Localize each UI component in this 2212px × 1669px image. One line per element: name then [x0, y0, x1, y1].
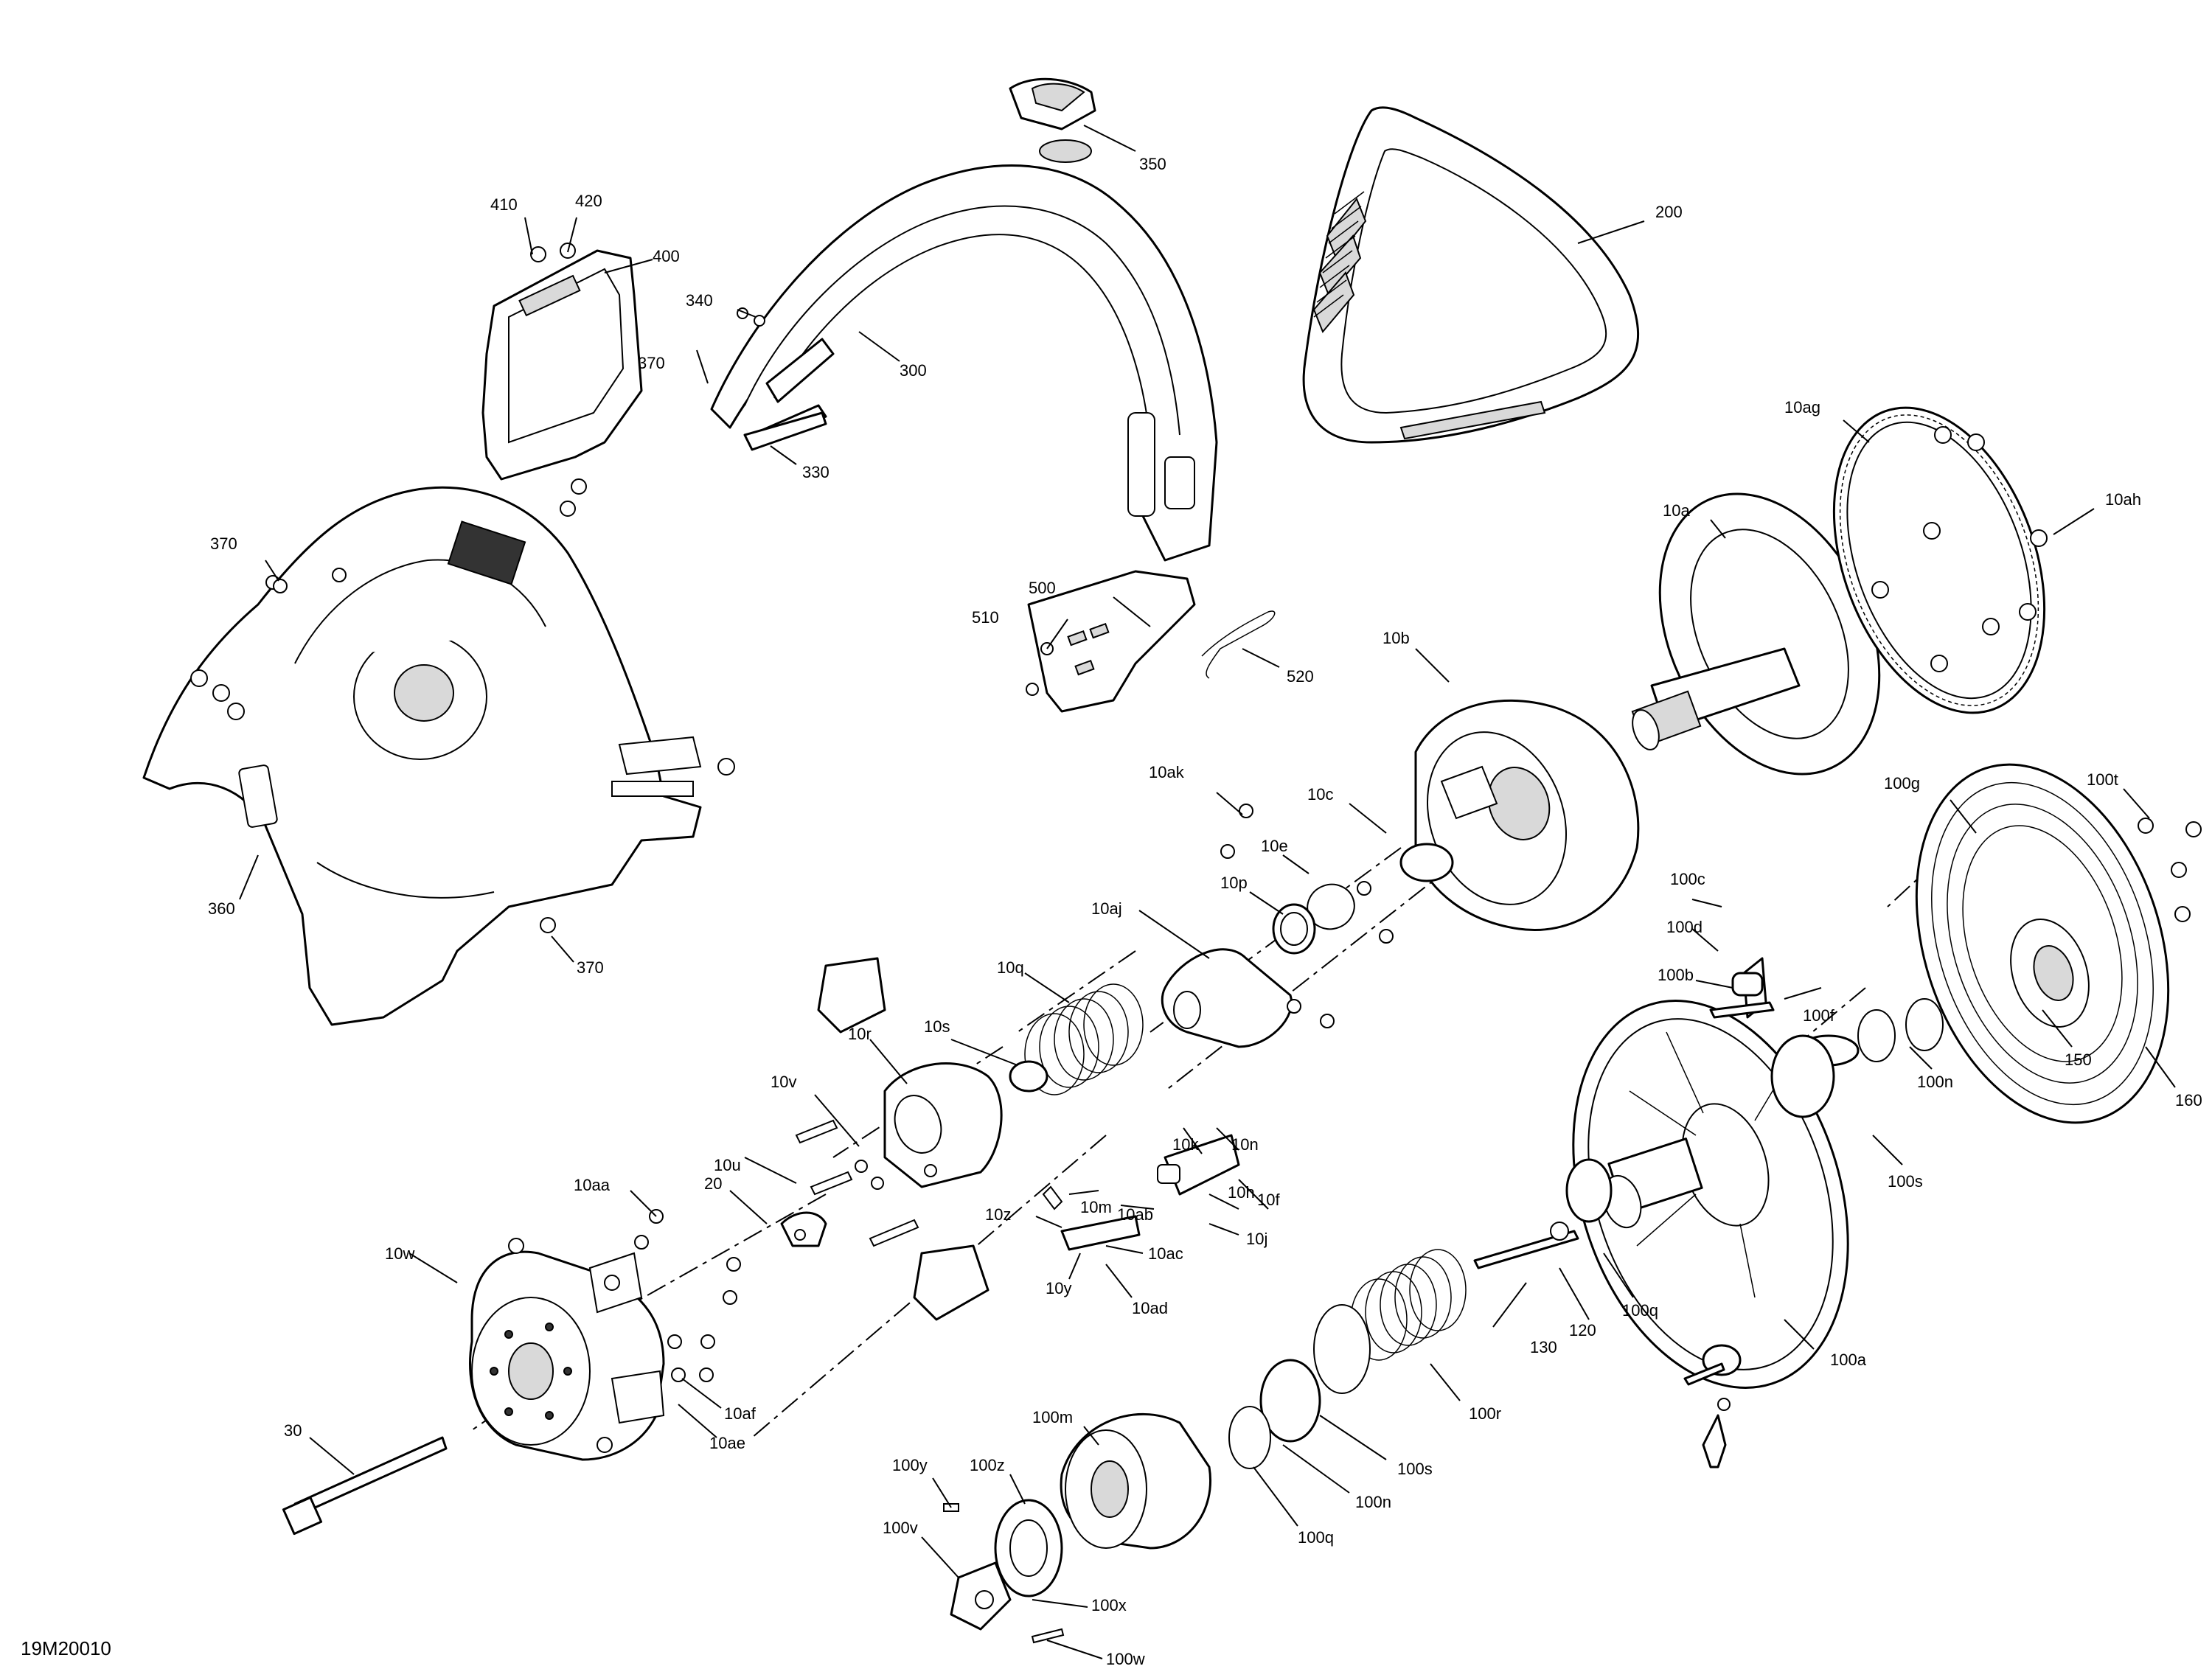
callout-100t: 100t [2087, 770, 2118, 789]
callout-10f: 10f [1257, 1191, 1280, 1209]
driven-movable-sheave [1572, 1000, 1849, 1389]
callout-10ak: 10ak [1149, 763, 1185, 781]
drive-spring-assembly [1009, 843, 1454, 1095]
callout-100b: 100b [1658, 966, 1694, 984]
callout-100n-bot: 100n [1355, 1493, 1391, 1511]
callout-10aj: 10aj [1091, 899, 1122, 918]
callout-10af: 10af [724, 1404, 757, 1423]
callout-370-bot: 370 [577, 958, 604, 977]
callout-10a: 10a [1663, 501, 1690, 520]
support-bracket [1026, 570, 1276, 713]
callout-100z: 100z [970, 1456, 1005, 1474]
guard-plates [737, 307, 827, 451]
callout-labels: 350 200 410 420 400 340 300 370 330 10ag… [208, 155, 2202, 1668]
callout-500: 500 [1029, 579, 1056, 597]
callout-150: 150 [2065, 1050, 2092, 1069]
callout-120: 120 [1569, 1321, 1596, 1339]
driven-spring-cam [943, 1249, 1467, 1644]
driven-hardware [1473, 957, 1944, 1468]
callout-100d: 100d [1666, 918, 1703, 936]
fasteners [634, 804, 1394, 1382]
callout-100f: 100f [1803, 1006, 1835, 1025]
callout-10b: 10b [1382, 629, 1410, 647]
callout-100w: 100w [1106, 1650, 1145, 1668]
callout-10u: 10u [714, 1156, 741, 1174]
callout-10c: 10c [1307, 785, 1333, 804]
callout-400: 400 [653, 247, 680, 265]
callout-370-mid: 370 [210, 534, 237, 553]
callout-370-top: 370 [638, 354, 665, 372]
cap-bolt [282, 1436, 448, 1536]
spider-assembly [817, 957, 1240, 1321]
callout-520: 520 [1287, 667, 1314, 686]
callout-10ah: 10ah [2105, 490, 2141, 509]
reference-code: 19M20010 [21, 1637, 111, 1659]
callout-10ac: 10ac [1148, 1244, 1183, 1263]
callout-10m: 10m [1080, 1198, 1112, 1216]
belt-guard [710, 77, 1218, 562]
guard-bracket [481, 243, 643, 517]
callout-350: 350 [1139, 155, 1166, 173]
callout-360: 360 [208, 899, 235, 918]
callout-100v: 100v [883, 1519, 918, 1537]
drive-belt [1302, 106, 1640, 444]
callout-100q-bot: 100q [1298, 1528, 1334, 1547]
inner-cover [142, 486, 735, 1026]
governor-cup [469, 1238, 665, 1461]
callout-100r: 100r [1469, 1404, 1501, 1423]
callout-100x: 100x [1091, 1596, 1127, 1614]
callout-10r: 10r [848, 1025, 872, 1043]
callout-10ae: 10ae [709, 1434, 745, 1452]
callout-330: 330 [802, 463, 830, 481]
callout-10ab: 10ab [1117, 1205, 1153, 1224]
callout-10ag: 10ag [1784, 398, 1820, 417]
callout-100y: 100y [892, 1456, 928, 1474]
callout-130: 130 [1530, 1338, 1557, 1356]
callout-100s-top: 100s [1888, 1172, 1923, 1191]
callout-10e: 10e [1261, 837, 1288, 855]
callout-410: 410 [490, 195, 518, 214]
callout-10s: 10s [924, 1017, 950, 1036]
ring-gear [1832, 406, 2048, 714]
callout-100c: 100c [1670, 870, 1705, 888]
callout-10k: 10k [1172, 1135, 1199, 1154]
callout-10v: 10v [771, 1073, 796, 1091]
callout-100a: 100a [1830, 1351, 1867, 1369]
callout-100s-bot: 100s [1397, 1460, 1433, 1478]
callout-160: 160 [2175, 1091, 2202, 1109]
callout-10n: 10n [1231, 1135, 1259, 1154]
leader-lines [239, 125, 2176, 1659]
callout-200: 200 [1655, 203, 1683, 221]
callout-100q-top: 100q [1622, 1301, 1658, 1320]
driven-fixed-sheave [1915, 763, 2202, 1124]
callout-10z: 10z [985, 1205, 1011, 1224]
callout-10aa: 10aa [574, 1176, 611, 1194]
callout-10j: 10j [1246, 1230, 1267, 1248]
callout-10h: 10h [1228, 1183, 1255, 1202]
callout-100m: 100m [1032, 1408, 1073, 1426]
callout-420: 420 [575, 192, 602, 210]
callout-30: 30 [284, 1421, 302, 1440]
callout-510: 510 [972, 608, 999, 627]
callout-10y: 10y [1046, 1279, 1071, 1297]
callout-10q: 10q [997, 958, 1024, 977]
callout-20: 20 [704, 1174, 722, 1193]
callout-340: 340 [686, 291, 713, 310]
callout-10w: 10w [385, 1244, 414, 1263]
movable-sheave-housing [1414, 699, 1640, 931]
callout-100n-top: 100n [1917, 1073, 1953, 1091]
callout-300: 300 [900, 361, 927, 380]
callout-10p: 10p [1220, 874, 1248, 892]
callout-10ad: 10ad [1132, 1299, 1168, 1317]
callout-100g: 100g [1884, 774, 1920, 792]
fixed-sheave [1631, 492, 1881, 776]
